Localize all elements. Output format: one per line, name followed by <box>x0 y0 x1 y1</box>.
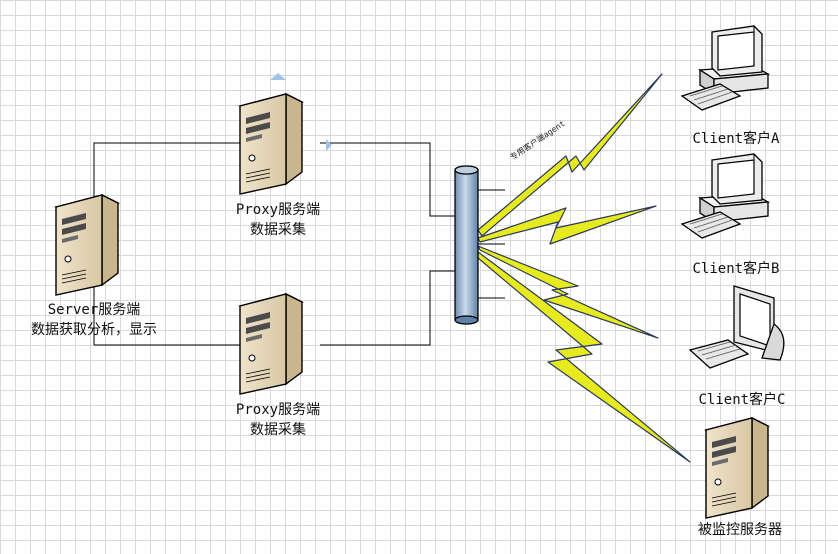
proxy-top-label: Proxy服务端 数据采集 <box>218 200 338 240</box>
monitored-server-label: 被监控服务器 <box>680 520 800 540</box>
client-c-computer-icon <box>689 285 785 369</box>
proxy-bottom-label: Proxy服务端 数据采集 <box>218 400 338 440</box>
client-b-computer-icon <box>681 153 769 239</box>
lightning-bolt-client-a <box>477 73 663 237</box>
client-b-label: Client客户B <box>676 259 796 279</box>
server-label-line1: Server服务端 <box>47 302 141 318</box>
client-c-label: Client客户C <box>682 390 802 410</box>
server-label: Server服务端 数据获取分析，显示 <box>14 300 174 340</box>
selection-marker-right-icon <box>326 139 332 151</box>
proxy-bottom-to-bus-line <box>320 270 455 346</box>
lightning-bolt-client-c <box>477 245 659 339</box>
server-tower-icon <box>55 194 119 296</box>
lightning-bolt-monitored <box>477 251 691 463</box>
proxy-bottom-label-line2: 数据采集 <box>250 422 306 438</box>
monitored-server-label-text: 被监控服务器 <box>698 522 782 538</box>
proxy-top-tower-icon <box>239 93 303 195</box>
proxy-bottom-label-line1: Proxy服务端 <box>235 402 321 418</box>
lightning-bolt-client-b <box>477 205 657 245</box>
wireless-links <box>477 73 691 463</box>
proxy-top-to-bus-line <box>320 142 455 217</box>
client-a-label: Client客户A <box>676 129 796 149</box>
client-a-label-text: Client客户A <box>692 131 780 147</box>
client-a-computer-icon <box>681 25 769 111</box>
server-label-line2: 数据获取分析，显示 <box>31 322 157 338</box>
client-c-label-text: Client客户C <box>698 392 786 408</box>
selection-marker-top-icon <box>270 73 286 80</box>
proxy-top-label-line2: 数据采集 <box>250 222 306 238</box>
client-b-label-text: Client客户B <box>692 261 780 277</box>
proxy-top-label-line1: Proxy服务端 <box>235 202 321 218</box>
monitored-server-tower-icon <box>705 417 769 519</box>
proxy-bottom-tower-icon <box>239 293 303 395</box>
network-bus <box>454 165 479 325</box>
